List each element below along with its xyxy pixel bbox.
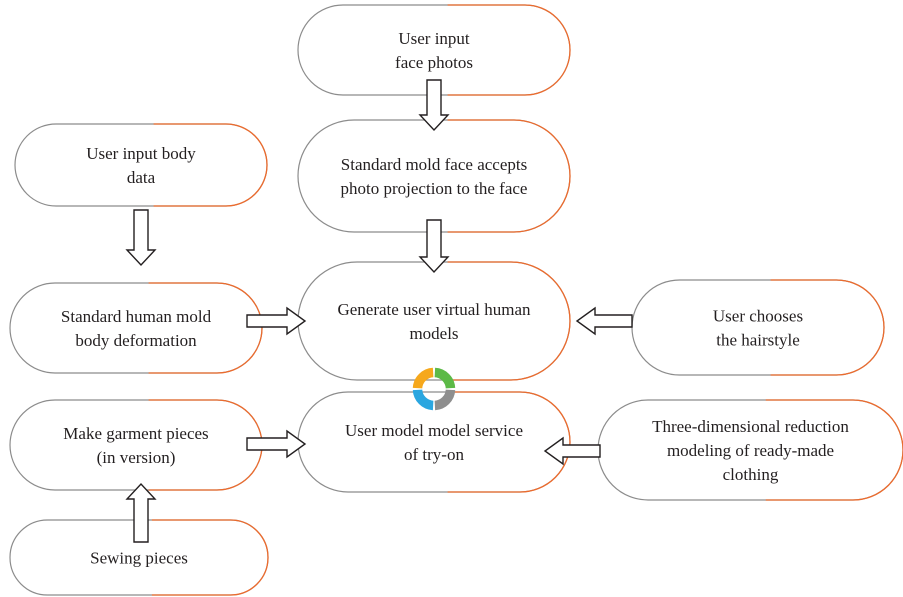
arrow-hairstyle-to-virtual-human [575,306,633,336]
node-outline-accent [153,123,268,207]
node-label-line: Standard human mold [61,307,212,326]
arrow-body-deformation-to-virtual-human [246,306,307,336]
node-label-line: data [127,168,156,187]
node-outline-accent [447,119,571,233]
node-label-line: clothing [723,465,779,484]
node-outline-accent [447,391,571,493]
arrow-reduction-modeling-to-try-on [543,436,601,466]
arrow-face-photos-to-mold-face [418,79,450,132]
node-outline [14,123,268,207]
node-label-line: User chooses [713,307,803,326]
node-outline [297,119,571,233]
node-hairstyle: User chooses the hairstyle [631,279,885,376]
node-outline-accent [447,4,571,96]
node-label-line: face photos [395,53,473,72]
node-label-line: Make garment pieces [63,424,208,443]
node-body-deformation: Standard human mold body deformation [9,282,263,374]
arrow-garment-pieces-to-try-on [246,429,307,459]
node-label-line: (in version) [97,448,176,467]
node-label-line: User input body [86,144,196,163]
node-label-line: models [409,324,458,343]
node-outline [9,399,263,491]
node-label-line: User model model service [345,421,523,440]
node-outline-accent [151,519,269,596]
node-outline [631,279,885,376]
node-label-line: photo projection to the face [341,179,528,198]
node-label-line: Sewing pieces [90,549,188,568]
node-outline-accent [148,282,263,374]
node-outline [9,282,263,374]
logo-segment-green [434,367,456,389]
node-sewing-pieces: Sewing pieces [9,519,269,596]
node-outline-accent [447,261,571,381]
node-reduction-modeling: Three-dimensional reduction modeling of r… [597,399,903,501]
logo-segment-blue [412,389,434,411]
arrow-mold-face-to-virtual-human [418,219,450,274]
node-outline [297,391,571,493]
node-label-line: Three-dimensional reduction [652,417,849,436]
node-label-line: Standard mold face accepts [341,155,527,174]
ring-logo [412,367,456,411]
node-label-line: the hairstyle [716,331,800,350]
arrow-sewing-pieces-to-garment-pieces [125,482,157,543]
node-label-line: modeling of ready-made [667,441,834,460]
node-try-on: User model model service of try-on [297,391,571,493]
node-mold-face: Standard mold face accepts photo projecti… [297,119,571,233]
node-label-line: of try-on [404,445,464,464]
node-outline [297,261,571,381]
logo-segment-orange [412,367,434,389]
arrow-body-data-to-body-deformation [125,209,157,267]
node-face-photos: User input face photos [297,4,571,96]
node-outline-accent [770,279,885,376]
node-label-line: body deformation [75,331,197,350]
node-body-data: User input body data [14,123,268,207]
logo-segment-gray [434,389,456,411]
node-label-line: Generate user virtual human [337,300,531,319]
node-virtual-human: Generate user virtual human models [297,261,571,381]
node-label-line: User input [398,29,470,48]
node-garment-pieces: Make garment pieces (in version) [9,399,263,491]
